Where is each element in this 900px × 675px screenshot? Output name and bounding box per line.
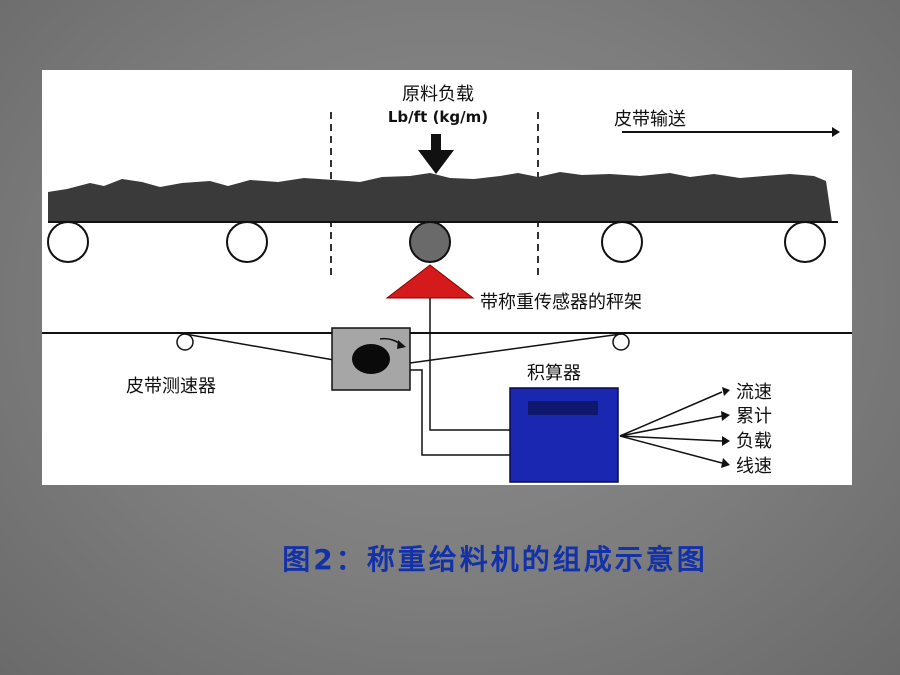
idler-roller xyxy=(784,221,826,263)
output-label-flow-rate: 流速 xyxy=(736,382,772,403)
output-arrows xyxy=(619,387,730,468)
load-cell-signal-wire xyxy=(429,298,510,431)
load-label: 原料负载 xyxy=(402,84,474,105)
return-roller xyxy=(612,333,630,351)
load-down-arrow xyxy=(418,134,454,174)
figure-caption: 图2：称重给料机的组成示意图 xyxy=(282,543,708,576)
speed-sensor-wheel-belt xyxy=(409,333,622,364)
idler-roller xyxy=(601,221,643,263)
output-label-line-speed: 线速 xyxy=(736,456,772,477)
integrator-box xyxy=(509,387,619,483)
speed-sensor-wheel-belt xyxy=(184,333,335,361)
load-cell-triangle xyxy=(385,264,475,299)
output-label-total: 累计 xyxy=(736,406,772,427)
speed-sensor-label: 皮带测速器 xyxy=(126,376,216,397)
integrator-label: 积算器 xyxy=(527,363,581,384)
load-unit-label: Lb/ft (kg/m) xyxy=(388,108,488,126)
weigh-idler-roller xyxy=(409,221,451,263)
output-label-load: 负载 xyxy=(736,431,772,452)
conveying-direction-arrow xyxy=(622,127,840,137)
material-load xyxy=(48,172,832,222)
return-roller xyxy=(176,333,194,351)
conveying-label: 皮带输送 xyxy=(614,109,686,130)
weigh-feeder-diagram: 原料负载 Lb/ft (kg/m) 皮带输送 带称重传感器的秤架 皮带测速器 积… xyxy=(42,70,852,485)
idler-roller xyxy=(47,221,89,263)
speed-sensor-signal-wire xyxy=(410,369,510,456)
scale-frame-label: 带称重传感器的秤架 xyxy=(480,292,642,313)
idler-roller xyxy=(226,221,268,263)
belt-speed-sensor xyxy=(331,327,411,391)
